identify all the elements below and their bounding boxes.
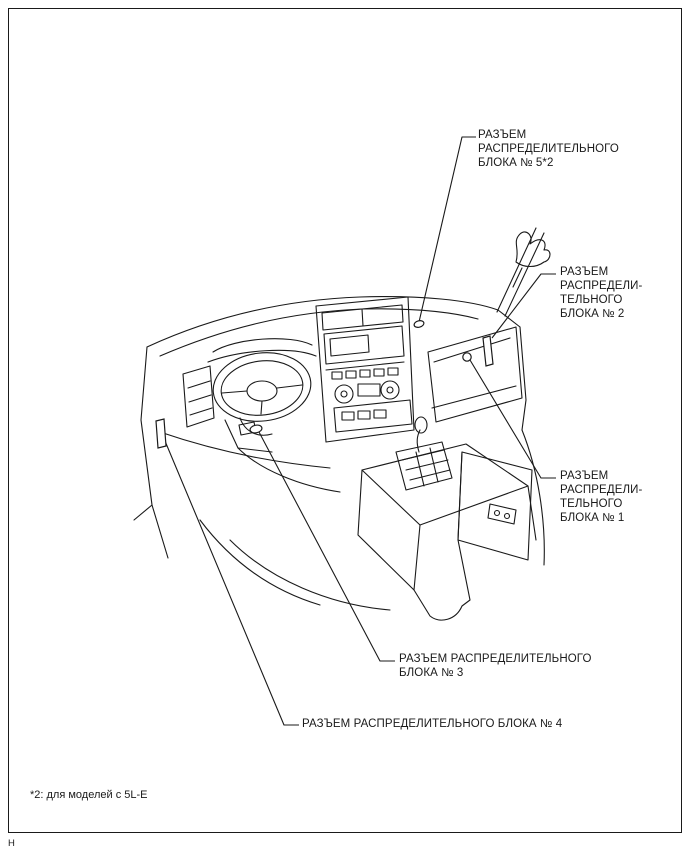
leader-line-junction-block-4 (164, 440, 299, 726)
center-vent-divider (361, 308, 364, 327)
steering-wheel-hub (246, 380, 278, 402)
armrest-box (457, 451, 533, 561)
callout-label-junction-block-5: РАЗЪЕМ РАСПРЕДЕЛИТЕЛЬНОГО БЛОКА № 5*2 (478, 129, 619, 169)
footnote: *2: для моделей с 5L-E (30, 789, 148, 801)
console-side (357, 469, 421, 591)
leader-line-junction-block-5 (418, 136, 476, 323)
lower-stack-button (341, 411, 355, 421)
page-marker: H (8, 838, 15, 849)
leader-line-junction-block-1 (469, 359, 556, 479)
connector-marker-2 (482, 335, 494, 367)
callout-label-junction-block-4: РАЗЪЕМ РАСПРЕДЕЛИТЕЛЬНОГО БЛОКА № 4 (302, 718, 563, 730)
cluster-hood-inner (207, 349, 317, 363)
lower-stack-button (373, 409, 387, 419)
glove-box-trim (433, 337, 511, 363)
button-row-line (325, 361, 405, 371)
connector-markers (155, 320, 494, 449)
left-air-vent (182, 365, 215, 428)
nav-screen (323, 325, 405, 365)
console-right-line (527, 485, 537, 541)
connector-marker-1 (462, 352, 472, 362)
knee-panel-line (237, 447, 341, 493)
climate-knob (380, 380, 400, 400)
steering-wheel-inner (220, 360, 304, 416)
glove-box-door-line (431, 385, 517, 409)
harness-sketch (512, 267, 523, 288)
a-pillar-line (496, 227, 537, 313)
dash-lower-edge (159, 431, 331, 469)
latch-button (503, 512, 511, 520)
connector-marker-5 (413, 320, 425, 328)
latch-button (493, 509, 501, 517)
cluster-hood (212, 338, 313, 353)
steering-wheel-outer (212, 352, 312, 422)
console-bottom-curve (413, 589, 471, 621)
center-stack (315, 296, 415, 443)
right-dash-edge (519, 326, 527, 431)
right-door-line (521, 429, 545, 566)
console-lower-line (457, 539, 471, 601)
dashboard-line-art (133, 227, 551, 621)
climate-display (357, 383, 381, 397)
callout-label-junction-block-3: РАЗЪЕМ РАСПРЕДЕЛИТЕЛЬНОГО БЛОКА № 3 (399, 653, 592, 679)
dash-top-inner-edge (159, 308, 479, 357)
armrest-lid-line (457, 451, 463, 541)
center-vents (321, 304, 404, 331)
console-top (361, 443, 529, 526)
callout-label-junction-block-1: РАЗЪЕМ РАСПРЕДЕЛИ- ТЕЛЬНОГО БЛОКА № 1 (560, 470, 643, 524)
stack-button (331, 371, 343, 380)
connector-marker-4 (155, 418, 167, 449)
steering-wheel-spokes (221, 384, 303, 415)
floor-sketch-line (229, 539, 391, 611)
page-frame (8, 8, 682, 833)
callout-label-junction-block-2: РАЗЪЕМ РАСПРЕДЕЛИ- ТЕЛЬНОГО БЛОКА № 2 (560, 266, 643, 320)
stack-button (359, 369, 371, 378)
gear-lever (416, 429, 421, 453)
lower-stack-button (357, 410, 371, 420)
connector-marker-3 (249, 424, 263, 434)
climate-knob (334, 384, 354, 404)
callout-leader-lines (164, 136, 556, 726)
nav-screen-inner (329, 334, 370, 357)
left-air-vent-slats (187, 380, 213, 416)
stack-button (373, 368, 385, 377)
floor-sketch-line (199, 519, 321, 606)
a-pillar-line (504, 232, 545, 317)
lower-stack-panel (333, 399, 413, 433)
harness-sketch (515, 231, 551, 268)
shifter-gate (395, 441, 453, 491)
left-door-edge (140, 346, 169, 559)
climate-knob-center (386, 386, 394, 394)
climate-knob-center (340, 390, 348, 398)
stack-button (387, 367, 399, 376)
left-door-line (133, 504, 153, 521)
leader-line-junction-block-3 (258, 431, 395, 662)
console-latch (487, 503, 517, 525)
lower-driver-panel (224, 419, 273, 453)
stack-button (345, 370, 357, 379)
leader-line-junction-block-2 (491, 273, 556, 339)
gear-knob (414, 416, 428, 434)
glove-box-panel (427, 326, 523, 423)
dash-top-edge (146, 296, 521, 348)
